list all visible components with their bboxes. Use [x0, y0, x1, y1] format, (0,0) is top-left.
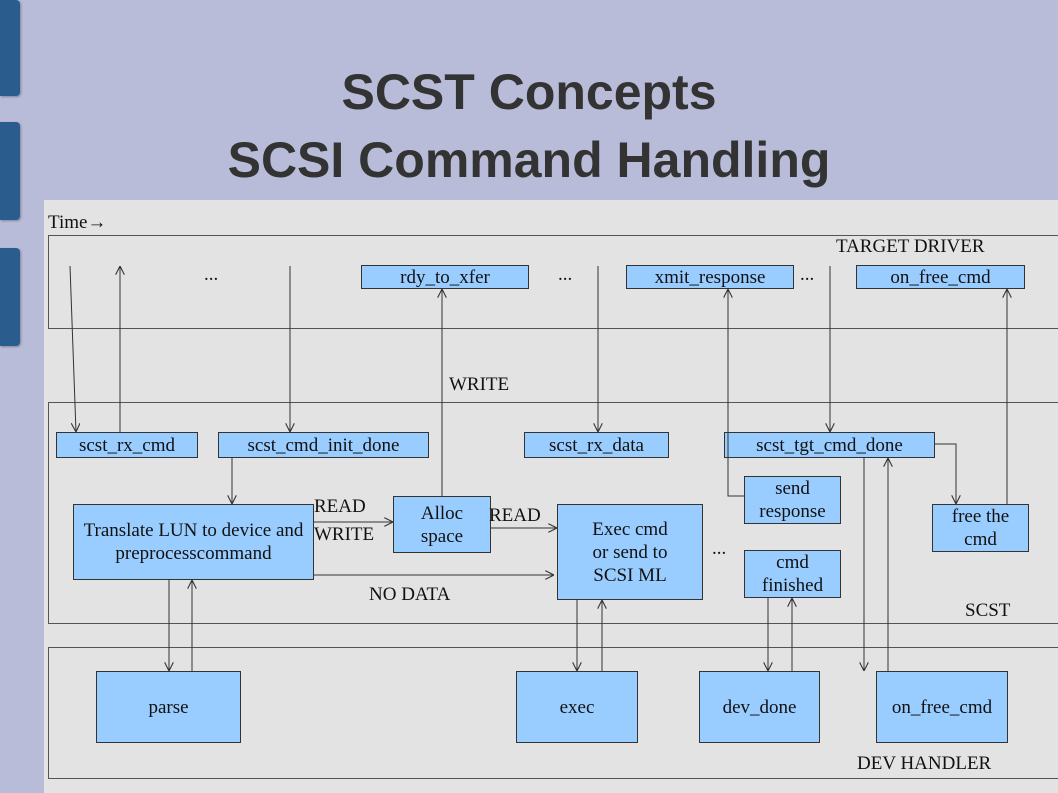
time-label: Time→: [48, 212, 107, 233]
slide-tab-2: [0, 122, 20, 220]
scst-rx-cmd-box: scst_rx_cmd: [56, 432, 198, 458]
lane-target-driver: [48, 235, 1058, 329]
lane-scst: [48, 402, 1058, 624]
no-data-label: NO DATA: [369, 584, 451, 605]
scst-tgt-cmd-done-box: scst_tgt_cmd_done: [724, 432, 935, 458]
translate-lun-box: Translate LUN to device and preprocessco…: [73, 504, 314, 580]
scst-cmd-init-done-box: scst_cmd_init_done: [218, 432, 429, 458]
lane-dev-handler: [48, 647, 1058, 779]
ellipsis-2: ...: [558, 264, 573, 285]
ellipsis-3: ...: [800, 264, 815, 285]
exec-box: exec: [516, 671, 638, 743]
ellipsis-1: ...: [204, 264, 219, 285]
cmd-finished-box: cmd finished: [744, 550, 841, 598]
rdy-to-xfer-box: rdy_to_xfer: [361, 265, 529, 289]
alloc-space-box: Alloc space: [393, 496, 491, 553]
slide-tab-1: [0, 0, 20, 96]
exec-cmd-box: Exec cmd or send to SCSI ML: [557, 504, 703, 600]
dev-handler-label: DEV HANDLER: [857, 753, 992, 774]
xmit-response-box: xmit_response: [626, 265, 794, 289]
on-free-cmd-dev-box: on_free_cmd: [876, 671, 1008, 743]
read-label: READ: [314, 496, 366, 517]
free-the-cmd-box: free the cmd: [932, 504, 1029, 552]
write-label: WRITE: [314, 524, 375, 545]
dev-done-box: dev_done: [699, 671, 820, 743]
slide-tab-3: [0, 248, 20, 346]
diagram-canvas: Time→ TARGET DRIVER SCST DEV HANDLER rdy…: [44, 200, 1058, 793]
on-free-cmd-target-box: on_free_cmd: [856, 265, 1025, 289]
read-label-2: READ: [489, 505, 541, 526]
title-line-2: SCSI Command Handling: [227, 132, 831, 188]
target-driver-label: TARGET DRIVER: [836, 236, 985, 257]
write-label-top: WRITE: [449, 374, 510, 395]
send-response-box: send response: [744, 476, 841, 524]
parse-box: parse: [96, 671, 241, 743]
connector-arrows: [69, 265, 1058, 671]
ellipsis-4: ...: [712, 538, 727, 559]
scst-rx-data-box: scst_rx_data: [524, 432, 669, 458]
scst-label: SCST: [965, 600, 1011, 621]
title-line-1: SCST Concepts: [341, 64, 717, 120]
